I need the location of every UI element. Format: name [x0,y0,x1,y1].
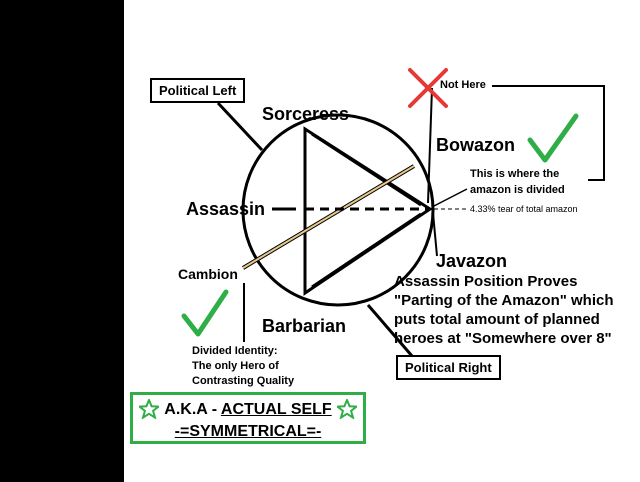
not-here-bracket [492,85,605,181]
sorceress-line [311,132,422,207]
amazon-divided-note: This is where the amazon is divided [470,166,565,198]
note-line: Assassin Position Proves [394,273,578,290]
check-icon [181,289,229,337]
symmetrical-label: -=SYMMETRICAL=- [174,423,322,440]
political-left-box: Political Left [150,78,246,103]
bowazon-label: Bowazon [436,135,515,155]
aka-box: A.K.A - ACTUAL SELF -=SYMMETRICAL=- [130,392,366,444]
assassin-label: Assassin [186,199,266,219]
tear-note: 4.33% tear of total amazon [470,204,578,214]
star-icon [337,399,357,419]
note-line: amazon is divided [470,184,565,196]
divided-identity-note: Divided Identity: The only Hero of Contr… [192,344,294,389]
note-line: Contrasting Quality [192,375,295,387]
note-line: The only Hero of [192,360,279,372]
assassin-position-note: Assassin Position Proves "Parting of the… [394,272,614,348]
political-right-box: Political Right [396,355,501,380]
left-black-border [0,0,124,482]
not-here-label: Not Here [440,79,486,91]
sorceress-label: Sorceress [262,104,350,124]
chord-highlight [242,165,415,269]
star-icon [139,399,159,419]
check-icon [527,113,579,163]
note-line: This is where the [470,168,560,180]
note-line: puts total amount of planned [394,311,600,328]
not-here-pointer [427,87,433,204]
note-line: heroes at "Somewhere over 8" [394,330,612,347]
javazon-pointer [432,212,438,257]
cambion-label: Cambion [178,266,238,282]
political-right-connector [366,304,414,357]
hero-circle [241,113,435,307]
barbarian-line [311,212,422,289]
aka-title: A.K.A - ACTUAL SELF [133,401,363,419]
barbarian-label: Barbarian [262,316,347,336]
note-line: "Parting of the Amazon" which [394,292,614,309]
note-line: Divided Identity: [192,345,278,357]
cross-icon [408,68,448,108]
aka-prefix: A.K.A - [164,401,221,418]
political-left-connector [216,101,264,152]
amazon-note-pointer [431,188,468,208]
actual-self: ACTUAL SELF [220,401,332,418]
javazon-label: Javazon [436,251,508,271]
